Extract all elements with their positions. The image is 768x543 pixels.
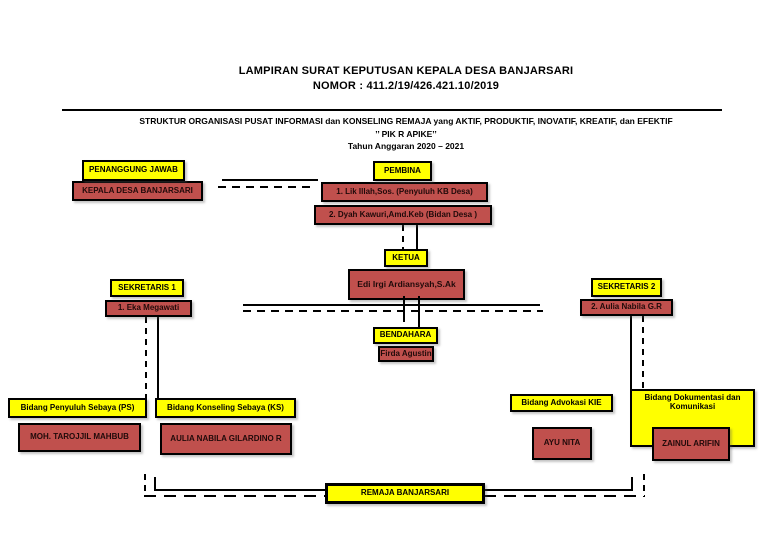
document-header: LAMPIRAN SURAT KEPUTUSAN KEPALA DESA BAN… [42,64,768,94]
connector-sekretaris2-bidang-dashed [642,316,644,389]
chart-subtitle-line1: STRUKTUR ORGANISASI PUSAT INFORMASI dan … [139,116,673,126]
connector-pj-pembina-solid [222,179,318,181]
node-bidang-penyuluh-sebaya-role: Bidang Penyuluh Sebaya (PS) [8,398,147,418]
node-penanggung-jawab-person: KEPALA DESA BANJARSARI [72,181,203,201]
node-bidang-dokumentasi-role: Bidang Dokumentasi dan Komunikasi [630,389,755,447]
connector-sekretaris1-bidang-solid [157,317,159,398]
node-remaja-banjarsari: REMAJA BANJARSARI [325,483,485,504]
node-sekretaris2-person: 2. Aulia Nabila G.R [580,299,673,316]
connector-pembina-ketua-solid [416,225,418,250]
node-pembina-role: PEMBINA [373,161,432,181]
connector-ketua-bendahara-left [403,296,405,322]
node-penanggung-jawab-role: PENANGGUNG JAWAB [82,160,185,181]
document-title-line1: LAMPIRAN SURAT KEPUTUSAN KEPALA DESA BAN… [238,65,574,77]
node-bidang-penyuluh-sebaya-person: MOH. TAROJJIL MAHBUB [18,423,141,452]
node-bendahara-person: Firda Agustin [378,346,434,362]
bottom-bracket-dashed-right [643,474,645,497]
node-bidang-advokasi-kie-person: AYU NITA [532,427,592,460]
connector-sekretaris2-bidang-solid [630,316,632,389]
node-bidang-advokasi-kie-role: Bidang Advokasi KIE [510,394,613,412]
chart-subtitle-line3: Tahun Anggaran 2020 – 2021 [347,141,465,151]
node-bendahara-role: BENDAHARA [373,327,438,344]
node-pembina-person1: 1. Lik Illah,Sos. (Penyuluh KB Desa) [321,182,488,202]
bottom-bracket-solid-left [154,477,156,491]
connector-ketua-bendahara-right [418,296,420,328]
chart-subtitle-block: STRUKTUR ORGANISASI PUSAT INFORMASI dan … [42,115,768,153]
connector-sekretaris1-bidang-dashed [145,317,147,398]
bottom-bracket-dashed-left [144,474,146,497]
node-ketua-role: KETUA [384,249,428,267]
node-pembina-person2: 2. Dyah Kawuri,Amd.Keb (Bidan Desa ) [314,205,492,225]
header-divider [62,109,722,111]
document-title-line2: NOMOR : 411.2/19/426.421.10/2019 [312,80,500,92]
node-bidang-konseling-sebaya-person: AULIA NABILA GILARDINO R [160,423,292,455]
node-bidang-dokumentasi-person: ZAINUL ARIFIN [652,427,730,461]
connector-ketua-row-dashed [243,310,543,312]
connector-pembina-ketua-dashed [402,225,404,250]
bottom-bracket-solid-right [631,477,633,491]
node-ketua-person: Edi Irgi Ardiansyah,S.Ak [348,269,465,300]
chart-subtitle-line2: ’’ PIK R APIKE’’ [375,128,437,139]
node-bidang-konseling-sebaya-role: Bidang Konseling Sebaya (KS) [155,398,296,418]
node-sekretaris1-role: SEKRETARIS 1 [110,279,184,297]
node-sekretaris1-person: 1. Eka Megawati [105,300,192,317]
connector-ketua-row-solid [243,304,540,306]
node-sekretaris2-role: SEKRETARIS 2 [591,278,662,297]
connector-pj-pembina-dashed [218,186,314,188]
